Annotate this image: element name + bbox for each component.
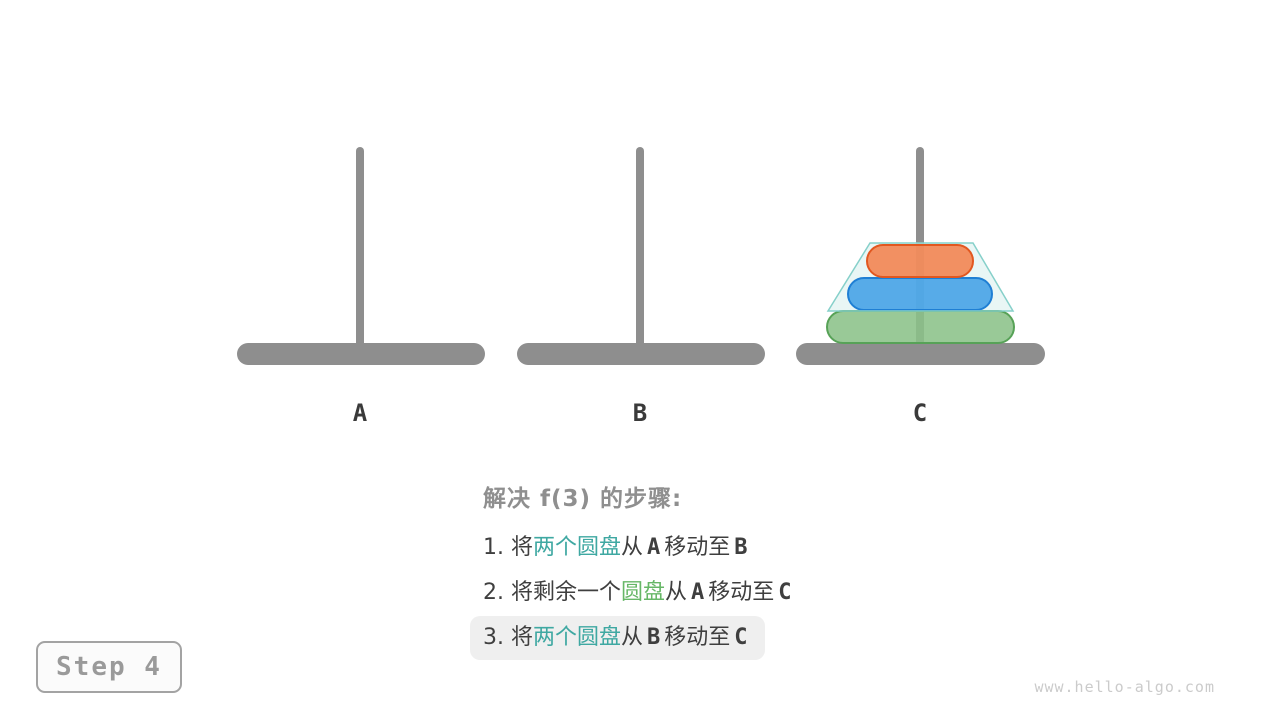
peg-letter: A [647,535,661,560]
peg-letter: B [647,625,661,650]
step-text-segment: 3. 将 [483,625,533,650]
step-text-segment: 两个圆盘 [532,625,621,650]
peg-b-label: B [632,399,648,427]
step-text-segment: 移动至 [664,625,731,650]
steps-title: 解决 f(3) 的步骤: [483,486,683,512]
step-text-segment: 移动至 [664,535,731,560]
disk-small [866,244,974,278]
peg-letter: A [691,580,705,605]
peg-a-pole [356,147,364,354]
step-text-segment: 移动至 [708,580,775,605]
peg-letter: B [734,535,748,560]
step-text-segment: 1. 将 [483,535,533,560]
peg-letter: C [778,580,792,605]
peg-c-base [796,343,1045,365]
step-text-segment: 圆盘 [620,580,665,605]
peg-c-label: C [912,399,928,427]
peg-letter: C [734,625,748,650]
step-text-segment: 2. 将剩余一个 [483,580,621,605]
step-text-segment: 从 [621,625,644,650]
step-text-segment: 从 [665,580,688,605]
watermark: www.hello-algo.com [1034,678,1215,696]
peg-a-base [237,343,485,365]
peg-b-pole [636,147,644,354]
step-badge: Step 4 [36,641,182,693]
moved-group-outline [826,242,1015,312]
step-text-segment: 从 [621,535,644,560]
peg-a-label: A [352,399,368,427]
peg-b-base [517,343,765,365]
step-text-segment: 两个圆盘 [532,535,621,560]
disk-medium [847,277,993,311]
